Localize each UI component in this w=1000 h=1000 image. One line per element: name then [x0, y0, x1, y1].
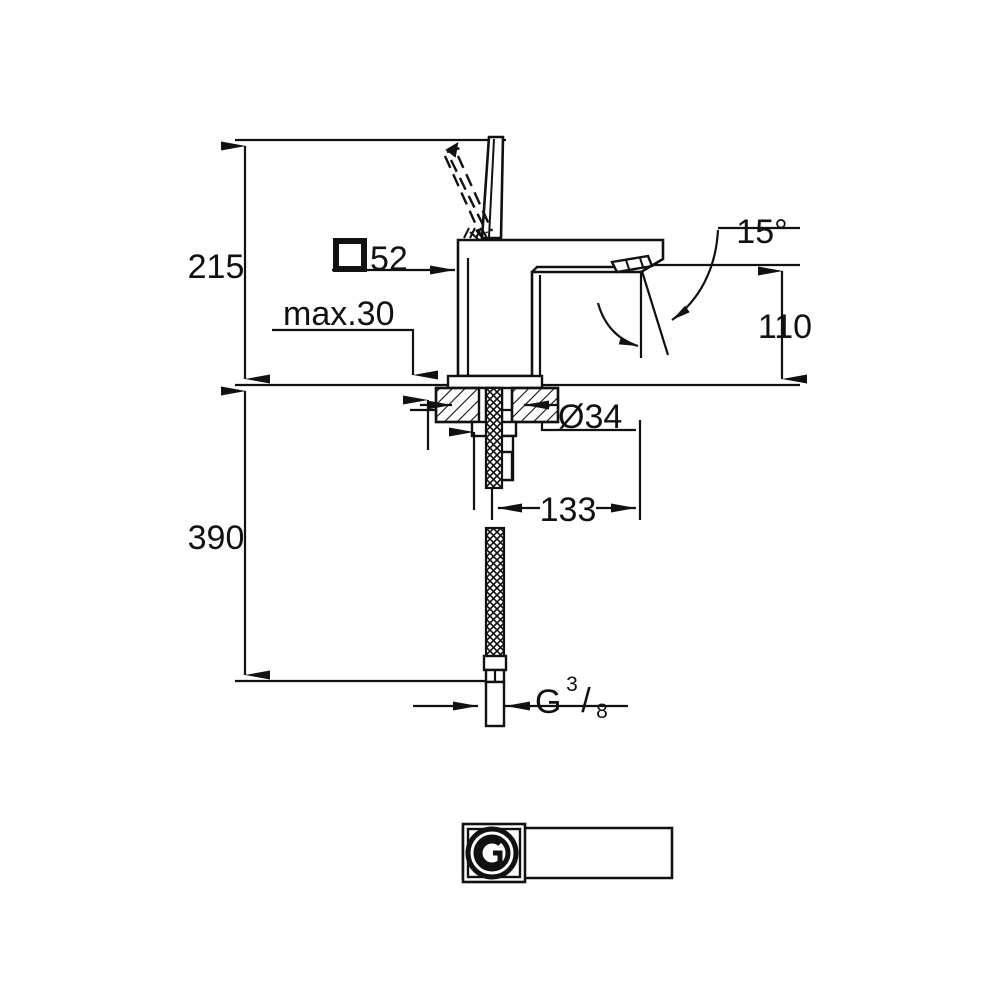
hose-end-fitting [482, 654, 508, 728]
label-square-52: 52 [370, 240, 408, 278]
label-thread-denominator: 8 [596, 700, 608, 723]
label-g-thread: G [535, 683, 561, 721]
label-thread-slash: / [581, 682, 591, 720]
hose-upper [484, 386, 504, 490]
label-110: 110 [758, 308, 812, 346]
label-d34: Ø34 [558, 398, 622, 436]
angle-15-leader [671, 229, 720, 321]
angle-arc-left [596, 302, 639, 348]
square-symbol-icon [333, 238, 367, 272]
spout-inner-line [531, 265, 636, 273]
label-max30: max.30 [283, 295, 395, 333]
grohe-logo-g-glyph [477, 838, 503, 868]
label-thread-numerator: 3 [566, 673, 578, 696]
angle-inclined-ref [639, 267, 670, 356]
leader-line-max30 [272, 328, 438, 380]
lever-handle-open-arrowhead [445, 142, 459, 158]
lever-handle-open-hatch [463, 227, 482, 239]
label-15-degrees: 15° [736, 213, 787, 251]
label-390: 390 [188, 519, 245, 557]
deck-thickness-arrows [403, 395, 558, 450]
dimension-labels: 215 52 max.30 390 Ø34 133 110 15° G 3 / … [188, 213, 812, 723]
aerator [610, 254, 654, 274]
label-215: 215 [188, 248, 245, 286]
lever-handle [469, 135, 505, 241]
base-flange [446, 374, 544, 390]
hose-lower [484, 526, 506, 660]
label-133: 133 [540, 491, 597, 529]
plan-view-geometry [461, 822, 674, 884]
faucet-elevation [403, 135, 665, 728]
